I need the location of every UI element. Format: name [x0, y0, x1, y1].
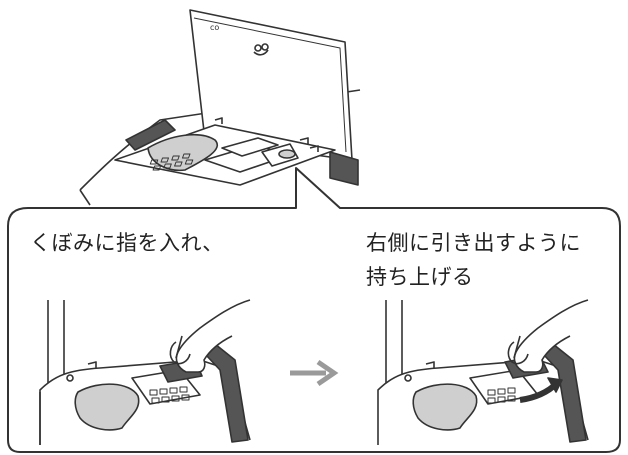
right-arrow-icon — [290, 359, 339, 387]
step1-caption: くぼみに指を入れ、 — [30, 231, 224, 255]
step2-caption-line2: 持ち上げる — [366, 265, 474, 289]
cover-mark-co: co — [210, 23, 219, 32]
printer-overview: co — [79, 9, 361, 206]
step2-caption-line1: 右側に引き出すように — [366, 231, 581, 255]
step1-illustration — [39, 299, 251, 445]
cable-symbol-icon — [253, 43, 269, 56]
step2-illustration — [377, 299, 589, 445]
keypad — [487, 387, 516, 404]
keypad — [149, 153, 194, 171]
keypad — [149, 386, 190, 404]
